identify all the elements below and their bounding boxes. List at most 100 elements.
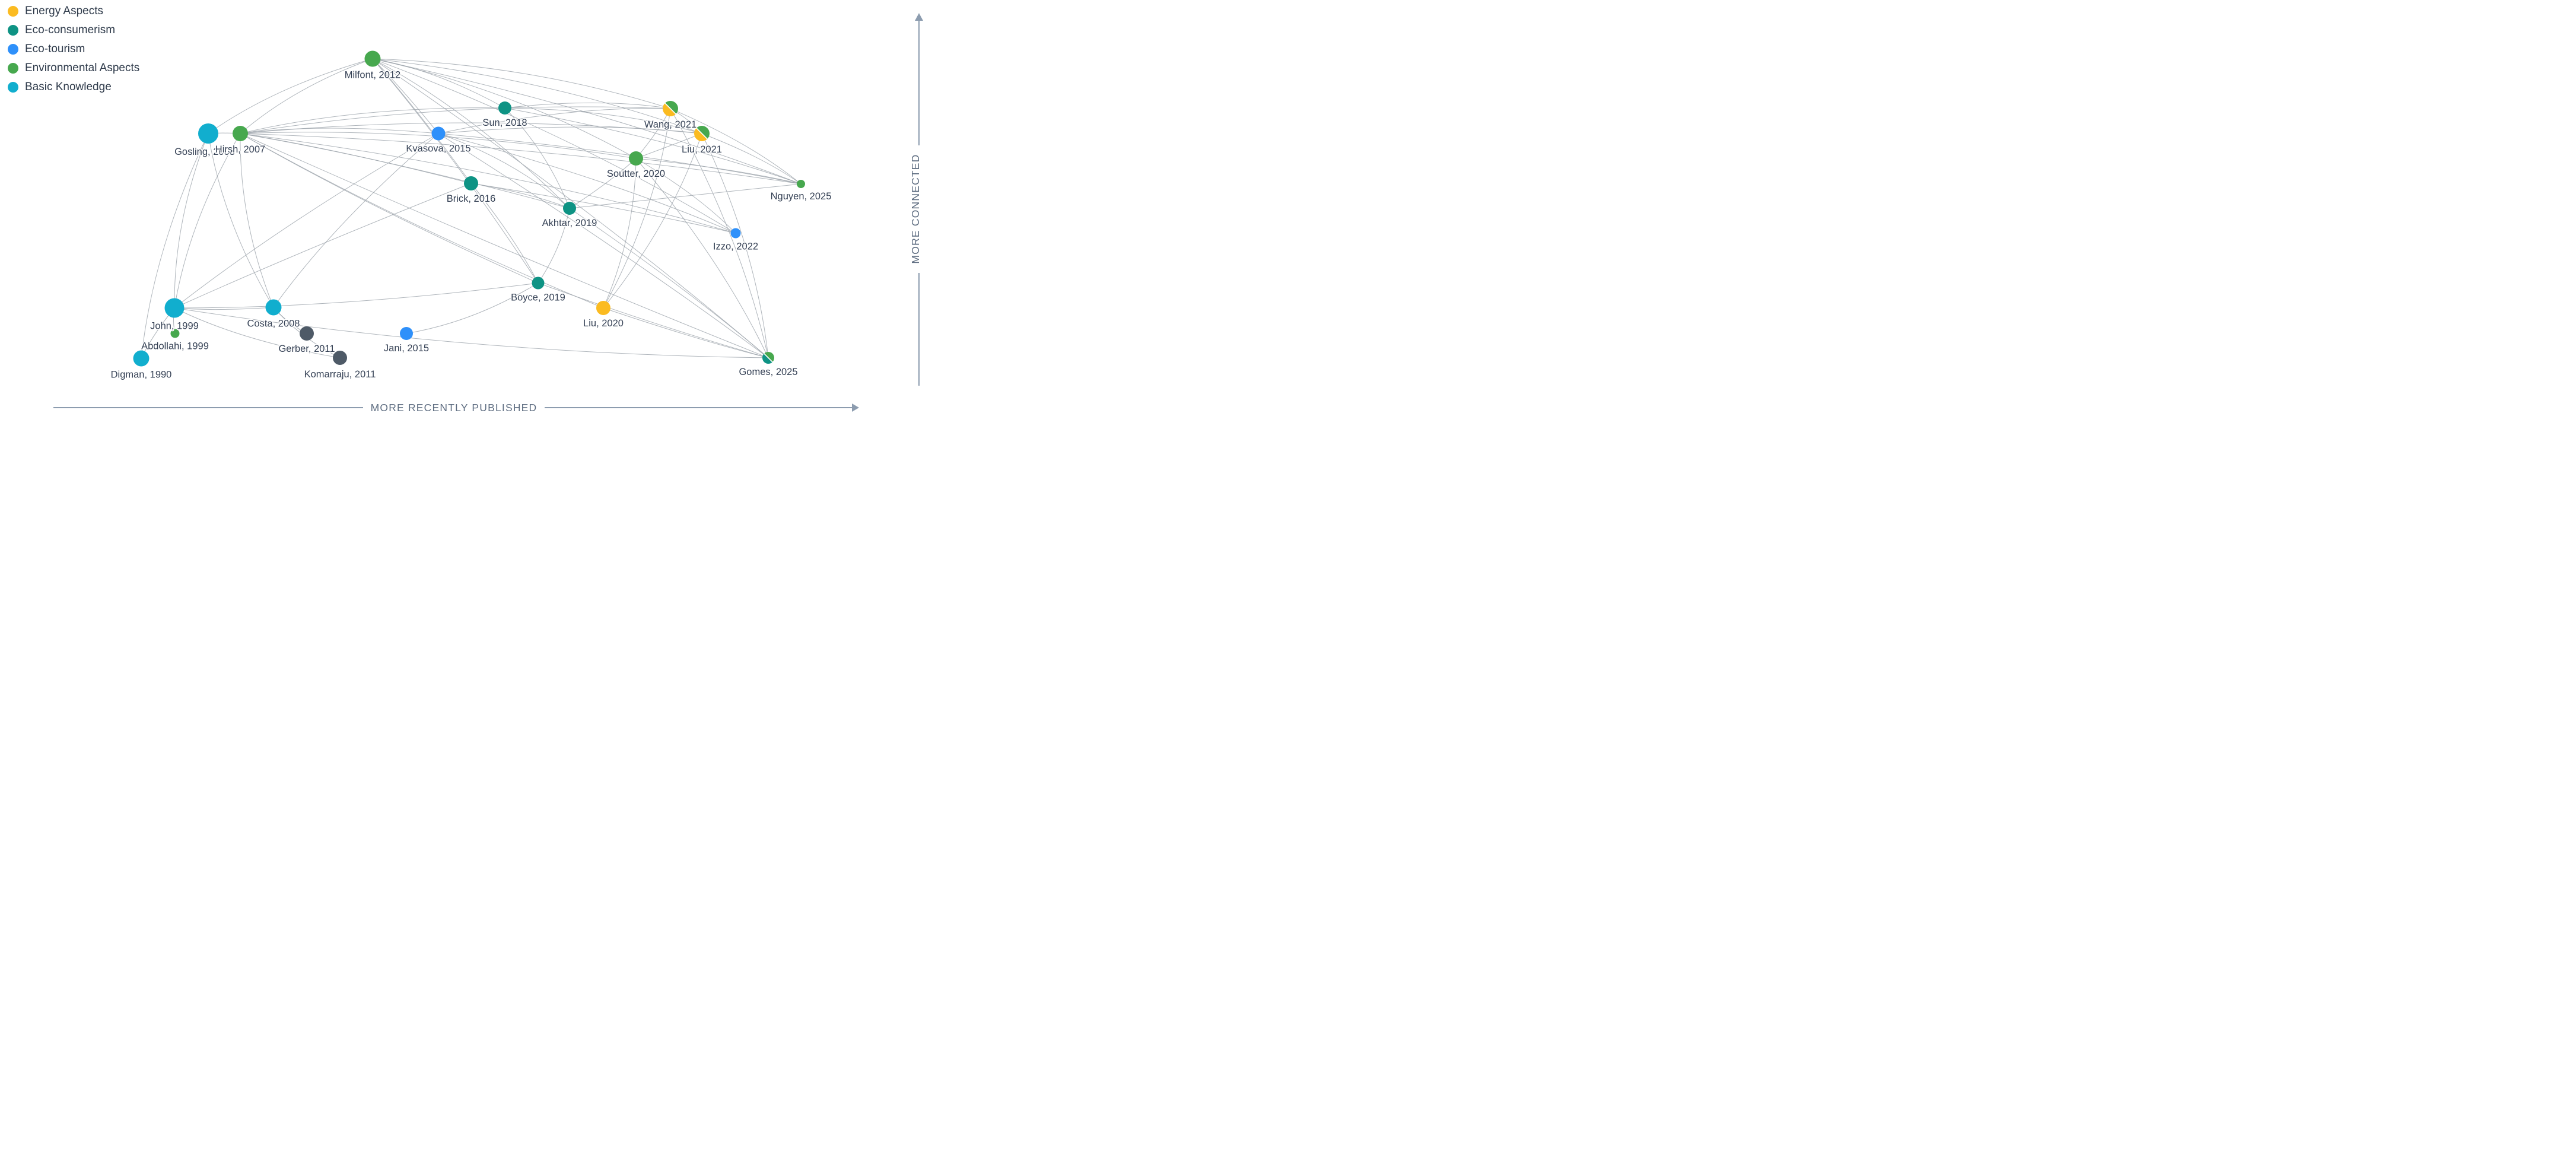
paper-node-milfont[interactable]: [364, 50, 381, 67]
citation-edge: [240, 133, 274, 308]
node-label-nguyen: Nguyen, 2025: [771, 191, 832, 202]
paper-node-brick[interactable]: [464, 176, 478, 190]
node-circle[interactable]: [797, 180, 805, 188]
legend-label-energy: Energy Aspects: [25, 5, 104, 17]
node-circle[interactable]: [498, 101, 511, 115]
node-circle[interactable]: [333, 351, 347, 365]
citation-edge: [372, 58, 505, 109]
paper-node-digman[interactable]: [133, 350, 150, 367]
citation-edge: [504, 102, 671, 109]
paper-node-hirsh[interactable]: [233, 126, 248, 141]
node-circle[interactable]: [532, 277, 545, 290]
citation-edge: [372, 58, 702, 134]
paper-node-izzo[interactable]: [730, 228, 741, 239]
citation-edge: [240, 133, 472, 184]
paper-node-abdollahi[interactable]: [170, 329, 180, 338]
paper-node-soutter[interactable]: [629, 151, 643, 166]
paper-node-gomes[interactable]: [762, 352, 774, 364]
citation-edge: [569, 158, 637, 209]
citation-edge: [174, 282, 539, 309]
citation-edge: [240, 58, 373, 134]
node-half-upper[interactable]: [664, 100, 678, 115]
citation-edge: [372, 58, 736, 234]
x-axis-label: MORE RECENTLY PUBLISHED: [371, 402, 538, 414]
node-half-upper[interactable]: [696, 126, 710, 139]
node-circle[interactable]: [265, 299, 282, 316]
node-circle[interactable]: [400, 327, 413, 340]
citation-edge: [372, 58, 802, 185]
legend-item-eco_consumerism[interactable]: Eco-consumerism: [8, 24, 139, 36]
citation-edge: [670, 108, 802, 185]
citation-edge: [174, 307, 341, 358]
node-split-divider: [764, 353, 773, 363]
legend-item-environmental[interactable]: Environmental Aspects: [8, 62, 139, 74]
node-circle[interactable]: [464, 176, 478, 190]
node-circle[interactable]: [563, 202, 576, 215]
paper-node-jani[interactable]: [400, 327, 413, 340]
node-label-sun: Sun, 2018: [482, 117, 527, 128]
paper-node-costa[interactable]: [265, 299, 282, 316]
node-half-lower[interactable]: [694, 128, 708, 141]
paper-node-akhtar[interactable]: [563, 202, 576, 215]
paper-node-liu2020[interactable]: [596, 301, 610, 315]
node-half-upper[interactable]: [764, 352, 774, 363]
paper-node-nguyen[interactable]: [797, 180, 805, 188]
paper-node-komarraju[interactable]: [333, 351, 347, 365]
citation-edge: [470, 183, 539, 284]
node-label-liu2021: Liu, 2021: [682, 144, 722, 155]
paper-node-gerber[interactable]: [300, 326, 314, 341]
legend-dot-energy: [8, 5, 18, 17]
node-label-kvasova: Kvasova, 2015: [406, 144, 470, 154]
citation-edge: [538, 208, 570, 284]
citation-edge: [438, 126, 702, 134]
paper-node-gosling[interactable]: [198, 123, 218, 144]
citation-edge: [504, 107, 570, 209]
node-circle[interactable]: [629, 151, 643, 166]
node-label-abdollahi: Abdollahi, 1999: [141, 341, 209, 352]
node-circle[interactable]: [364, 50, 381, 67]
citation-edge: [174, 133, 439, 309]
citation-edge: [372, 58, 637, 159]
node-label-brick: Brick, 2016: [447, 193, 496, 204]
node-half-lower[interactable]: [663, 103, 676, 116]
citation-edge: [240, 133, 802, 185]
citation-edge: [174, 133, 209, 309]
node-label-hirsh: Hirsh, 2007: [215, 144, 265, 155]
paper-node-john[interactable]: [164, 298, 185, 318]
paper-node-boyce[interactable]: [532, 277, 545, 290]
node-half-lower[interactable]: [762, 353, 773, 364]
node-circle[interactable]: [730, 228, 741, 239]
y-axis: MORE CONNECTED: [909, 13, 923, 386]
node-label-gomes: Gomes, 2025: [739, 367, 797, 377]
legend-item-energy[interactable]: Energy Aspects: [8, 5, 139, 17]
legend-item-basic[interactable]: Basic Knowledge: [8, 81, 139, 93]
y-axis-label: MORE CONNECTED: [909, 154, 921, 264]
citation-edge: [504, 107, 802, 185]
node-circle[interactable]: [170, 329, 180, 338]
paper-node-wang[interactable]: [663, 100, 678, 116]
node-circle[interactable]: [133, 350, 150, 367]
node-label-john: John, 1999: [150, 321, 199, 332]
node-circle[interactable]: [198, 123, 218, 144]
node-label-soutter: Soutter, 2020: [607, 169, 665, 179]
citation-edge: [701, 133, 769, 358]
paper-node-liu2021[interactable]: [694, 126, 710, 141]
citation-edge: [504, 107, 702, 134]
node-circle[interactable]: [431, 126, 446, 141]
x-axis-arrowhead: [852, 403, 859, 412]
citation-edge: [240, 133, 604, 309]
node-label-boyce: Boyce, 2019: [511, 293, 565, 303]
citation-edge: [701, 133, 802, 185]
citation-edge: [372, 58, 769, 358]
citation-edge: [240, 106, 671, 134]
paper-node-sun[interactable]: [498, 101, 511, 115]
node-circle[interactable]: [596, 301, 610, 315]
citation-edge: [438, 133, 736, 234]
node-circle[interactable]: [233, 126, 248, 141]
node-circle[interactable]: [300, 326, 314, 341]
node-circle[interactable]: [164, 298, 185, 318]
legend-item-eco_tourism[interactable]: Eco-tourism: [8, 43, 139, 55]
citation-edge: [208, 58, 373, 134]
paper-node-kvasova[interactable]: [431, 126, 446, 141]
